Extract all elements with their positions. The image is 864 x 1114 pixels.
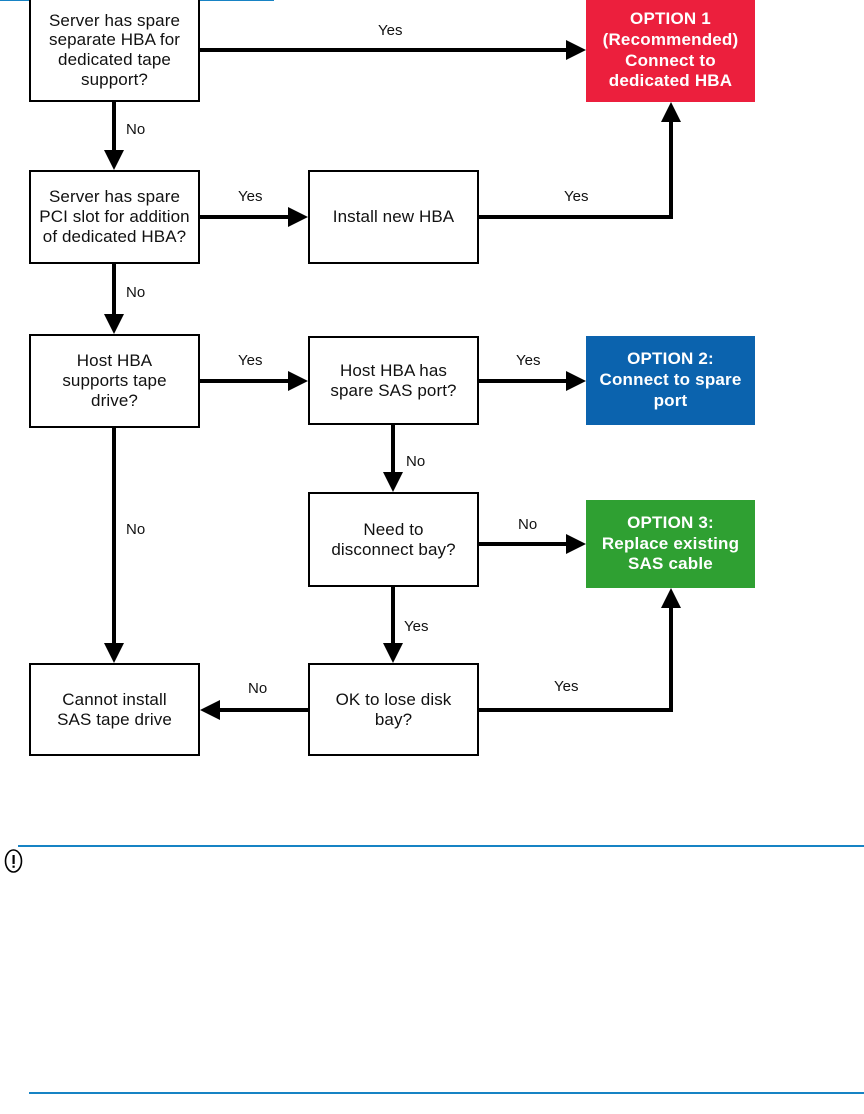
flowchart-canvas: option1 (right, straight) --> spare_pci … [29,0,755,756]
arrowhead-host-supports-yes [288,371,308,391]
page-footer-rule [29,1092,864,1094]
important-notice-icon [4,849,23,873]
edge-label-spare-pci-yes: Yes [238,188,263,205]
arrowhead-host-supports-no [104,643,124,663]
arrowhead-spare-hba-no [104,150,124,170]
note-top-rule [18,845,864,847]
edge-label-install-hba-yes: Yes [564,188,589,205]
edge-label-spare-sas-no: No [406,453,426,470]
edge-label-need-disc-no: No [518,516,538,533]
edge-label-need-disc-yes: Yes [404,618,429,635]
arrowhead-spare-hba-yes [566,40,586,60]
edge-label-spare-hba-no: No [126,121,146,138]
node-label: Install new HBA [332,207,455,227]
edge-label-ok-lose-yes: Yes [554,678,579,695]
arrowhead-ok-lose-yes [661,588,681,608]
edge-label-spare-pci-no: No [126,284,146,301]
arrowhead-need-disc-no [566,534,586,554]
node-install-new-hba[interactable]: Install new HBA [308,170,479,264]
edge-label-spare-sas-yes: Yes [516,352,541,369]
edge-label-host-supports-yes: Yes [238,352,263,369]
edge-label-spare-hba-yes: Yes [378,22,403,39]
arrowhead-spare-pci-no [104,314,124,334]
edge-label-host-supports-no: No [126,521,146,538]
arrowhead-spare-pci-yes [288,207,308,227]
arrowhead-install-hba-yes [661,102,681,122]
edge-label-ok-lose-no: No [248,680,268,697]
arrowhead-need-disc-yes [383,643,403,663]
arrowhead-spare-sas-yes [566,371,586,391]
arrowhead-ok-lose-no [200,700,220,720]
arrowhead-spare-sas-no [383,472,403,492]
